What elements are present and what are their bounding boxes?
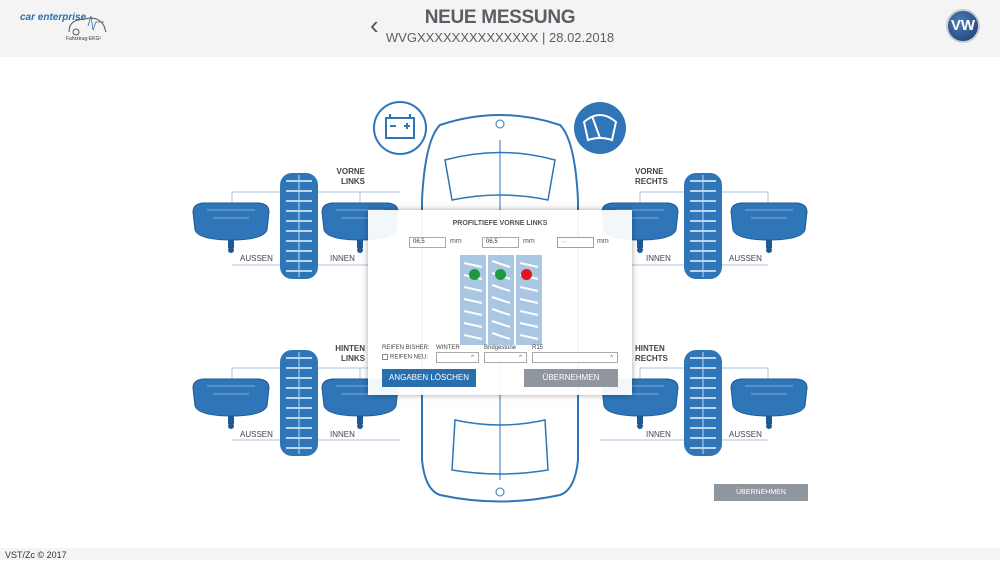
unit-label: mm [597, 238, 609, 245]
tread-pattern-image [460, 255, 542, 345]
rear-right-tire[interactable] [683, 349, 723, 457]
front-right-brake-outer[interactable] [730, 202, 808, 254]
label-front-left: VORNE LINKS [336, 167, 365, 186]
brand-select[interactable]: ^ [484, 352, 527, 363]
front-right-tire[interactable] [683, 172, 723, 280]
unit-label: mm [450, 238, 462, 245]
battery-icon[interactable] [373, 101, 427, 155]
rear-left-brake-outer[interactable] [192, 378, 270, 430]
label-outer: AUSSEN [729, 254, 762, 263]
status-dot-ok [469, 269, 480, 280]
label-front-right: VORNE RECHTS [635, 167, 668, 186]
vin: WVGXXXXXXXXXXXXXX [385, 30, 539, 45]
season-value: WINTER [436, 345, 460, 351]
front-left-brake-outer[interactable] [192, 202, 270, 254]
tires-before-label: REIFEN BISHER: [382, 345, 430, 351]
label-outer: AUSSEN [240, 430, 273, 439]
label-rear-right: HINTEN RECHTS [635, 344, 668, 363]
vw-logo: VW [946, 9, 980, 43]
label-inner: INNEN [330, 430, 355, 439]
chevron-left-icon[interactable]: ‹ [370, 10, 379, 40]
label-outer: AUSSEN [240, 254, 273, 263]
logo-text: car enterprise [20, 12, 87, 23]
page-title: NEUE MESSUNG [424, 7, 576, 28]
unit-label: mm [523, 238, 535, 245]
fahrzeug-ekg-logo: Fahrzeug-EKG² [66, 12, 110, 42]
tread-depth-inner-input[interactable]: -,- [557, 237, 594, 248]
dialog-title: PROFILTIEFE VORNE LINKS [452, 220, 548, 227]
front-left-tire[interactable] [279, 172, 319, 280]
label-rear-left: HINTEN LINKS [335, 344, 365, 363]
car-outline [421, 114, 579, 503]
date: 28.02.2018 [549, 30, 615, 45]
copyright: VST/Zc © 2017 [5, 550, 67, 560]
logo2-text: Fahrzeug-EKG² [66, 36, 102, 42]
label-inner: INNEN [646, 430, 671, 439]
tires-new-checkbox[interactable] [382, 354, 388, 360]
size-select[interactable]: ^ [532, 352, 618, 363]
wiper-icon[interactable] [574, 102, 626, 154]
brand-value: Bridgestone [484, 345, 517, 351]
separator: | [541, 30, 546, 45]
tread-depth-middle-input[interactable]: 06,5 [482, 237, 519, 248]
rear-right-brake-outer[interactable] [730, 378, 808, 430]
status-dot-bad [521, 269, 532, 280]
label-inner: INNEN [646, 254, 671, 263]
page-subtitle: WVGXXXXXXXXXXXXXX | 28.02.2018 [0, 30, 1000, 45]
size-value: R15 [532, 345, 544, 351]
label-outer: AUSSEN [729, 430, 762, 439]
tires-new-label: REIFEN NEU: [390, 354, 429, 361]
clear-button[interactable]: ANGABEN LÖSCHEN [382, 369, 476, 387]
tires-new-checkbox-row[interactable]: REIFEN NEU: [382, 354, 428, 361]
tread-depth-outer-input[interactable]: 06,5 [409, 237, 446, 248]
footer: VST/Zc © 2017 [0, 548, 1000, 560]
status-dot-ok [495, 269, 506, 280]
header: car enterprise Fahrzeug-EKG² ‹ NEUE MESS… [0, 0, 1000, 57]
rear-left-tire[interactable] [279, 349, 319, 457]
season-select[interactable]: ^ [436, 352, 479, 363]
apply-button[interactable]: ÜBERNEHMEN [714, 484, 808, 501]
tread-depth-dialog: PROFILTIEFE VORNE LINKS 06,5 mm 06,5 mm … [368, 210, 632, 395]
car-enterprise-logo: car enterprise [20, 12, 86, 23]
label-inner: INNEN [330, 254, 355, 263]
apply-dialog-button[interactable]: ÜBERNEHMEN [524, 369, 618, 387]
